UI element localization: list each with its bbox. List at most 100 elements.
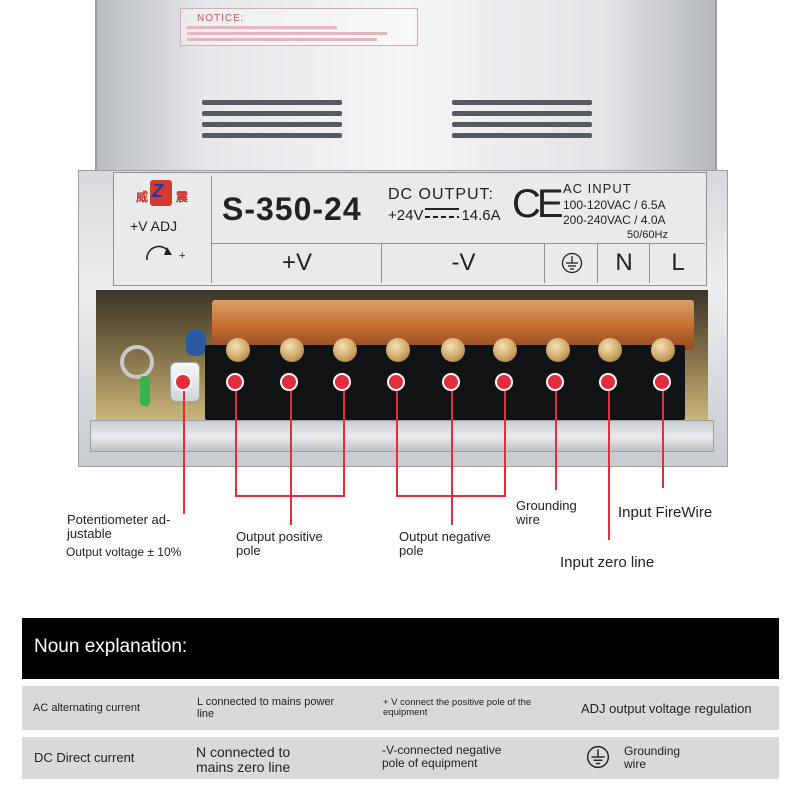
logo-char-left: 威 (136, 190, 149, 204)
ac-input-frequency: 50/60Hz (627, 229, 668, 241)
terminal-label-positive: +V (211, 243, 382, 283)
terminal-screw (651, 338, 675, 362)
callout-line-live (662, 390, 664, 488)
explanation-ac: AC alternating current (33, 702, 140, 714)
explanation-grounding: Grounding wire (624, 745, 680, 770)
callout-input-zero: Input zero line (560, 554, 655, 571)
terminal-label-ground (544, 243, 598, 283)
notice-sticker: NOTICE: (180, 8, 418, 46)
terminal-screw (598, 338, 622, 362)
explanation-n-line1: N connected to (196, 744, 291, 760)
callout-dot-live (653, 373, 671, 391)
explanation-negative-v-line1: -V-connected negative (382, 743, 502, 757)
explanation-l: L connected to mains power line (197, 696, 335, 720)
vent-slot (202, 122, 342, 127)
vent-slot (452, 122, 592, 127)
vent-slot (202, 100, 342, 105)
callout-output-positive-line2: pole (236, 542, 261, 558)
ground-icon (561, 252, 582, 274)
terminal-label-live: L (649, 243, 706, 283)
callout-output-negative: Output negative pole (399, 530, 491, 557)
callout-output-positive: Output positive pole (236, 530, 323, 557)
explanation-l-line1: L connected to mains power (197, 696, 335, 708)
explanation-row-1 (22, 686, 779, 730)
terminal-screw (333, 338, 357, 362)
callout-output-negative-line2: pole (399, 542, 424, 558)
dc-output-rating: +24V 14.6A (388, 207, 501, 224)
explanation-positive-v-line1: + V connect the positive pole of the (383, 697, 532, 708)
ce-mark: CE (512, 182, 564, 226)
dc-output-title: DC OUTPUT: (388, 186, 494, 203)
notice-text-line (187, 26, 337, 29)
callout-line-negative (504, 390, 506, 497)
callout-line-negative (451, 390, 453, 525)
callout-potentiometer: Potentiometer ad- justable (67, 513, 170, 540)
callout-dot-negative (442, 373, 460, 391)
callout-dot-positive (333, 373, 351, 391)
ac-input-title: AC INPUT (563, 181, 632, 196)
callout-line-positive (343, 390, 345, 497)
adj-label: +V ADJ (130, 218, 178, 234)
noun-explanation-title: Noun explanation: (34, 636, 188, 657)
logo-char-right: 震 (176, 190, 189, 204)
callout-line-potentiometer (183, 388, 185, 514)
callout-output-negative-line1: Output negative (399, 529, 491, 544)
callout-potentiometer-line2: justable (67, 525, 112, 541)
callout-potentiometer-note: Output voltage ± 10% (66, 545, 182, 559)
callout-dot-positive (226, 373, 244, 391)
callout-grounding-line2: wire (516, 511, 540, 527)
dc-symbol-icon (425, 208, 460, 221)
terminal-label-negative: -V (381, 243, 545, 283)
terminal-screw (386, 338, 410, 362)
explanation-row-2 (22, 737, 779, 779)
ground-icon (586, 745, 610, 769)
callout-dot-negative (495, 373, 513, 391)
callout-dot-negative (387, 373, 405, 391)
callout-dot-positive (280, 373, 298, 391)
explanation-negative-v: -V-connected negative pole of equipment (382, 744, 501, 769)
terminal-screw (493, 338, 517, 362)
dc-output-current: 14.6A (461, 207, 501, 224)
vent-slot (452, 133, 592, 138)
terminal-label-row (211, 243, 705, 284)
ac-input-line2: 200-240VAC / 4.0A (563, 213, 666, 227)
ac-input-line1: 100-120VAC / 6.5A (563, 198, 666, 212)
logo-icon (150, 180, 172, 206)
callout-line-negative (396, 495, 506, 497)
callout-output-positive-line1: Output positive (236, 529, 323, 544)
logo-box (116, 176, 212, 281)
noun-explanation-header (22, 618, 779, 679)
callout-line-negative (396, 390, 398, 497)
capacitor (186, 330, 206, 356)
notice-text-line (187, 38, 377, 41)
model-number: S-350-24 (222, 191, 362, 227)
explanation-positive-v: + V connect the positive pole of the equ… (383, 698, 531, 718)
terminal-screw (546, 338, 570, 362)
board-ring-component (120, 345, 154, 379)
callout-potentiometer-line1: Potentiometer ad- (67, 512, 171, 527)
psu-base-rail (90, 420, 714, 452)
explanation-grounding-line2: wire (624, 756, 647, 771)
explanation-dc: DC Direct current (34, 750, 135, 765)
adjust-plus-sign: + (179, 250, 185, 262)
callout-input-firewire: Input FireWire (618, 504, 713, 521)
dc-output-voltage: +24V (388, 207, 424, 224)
callout-line-positive (235, 390, 237, 497)
explanation-l-line2: line (197, 707, 215, 720)
callout-grounding-line1: Grounding (516, 498, 577, 513)
explanation-n-line2: mains zero line (196, 758, 291, 775)
explanation-n: N connected to mains zero line (196, 745, 290, 774)
vent-slot (202, 111, 342, 116)
explanation-grounding-line1: Grounding (624, 744, 681, 758)
vent-slot (202, 133, 342, 138)
adjust-arrow-icon: + (146, 245, 185, 262)
callout-line-ground (555, 390, 557, 490)
notice-title: NOTICE: (197, 13, 245, 24)
label-panel (113, 172, 707, 286)
callout-line-positive (290, 390, 292, 497)
callout-grounding: Grounding wire (516, 499, 577, 526)
terminal-screw (280, 338, 304, 362)
notice-text-line (187, 32, 387, 35)
callout-line-positive (290, 495, 292, 525)
terminal-screw (226, 338, 250, 362)
